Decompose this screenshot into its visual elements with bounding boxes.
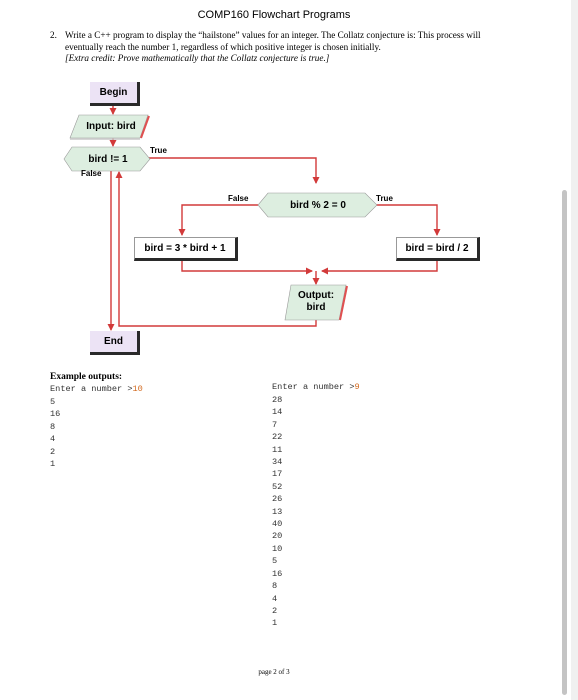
- output-label-line2: bird: [306, 302, 326, 313]
- output-value: 20: [272, 531, 283, 542]
- output-value: 11: [272, 444, 283, 455]
- examples-title: Example outputs:: [50, 372, 123, 382]
- output-value: 13: [272, 506, 283, 517]
- output-value: 10: [272, 543, 283, 554]
- run1-prompt-line: Enter a number >10: [50, 383, 143, 395]
- loop-true-label: True: [150, 146, 167, 155]
- arrow-loop-true: [142, 157, 320, 184]
- output-value: 4: [50, 434, 56, 445]
- question-number: 2.: [50, 30, 57, 40]
- loop-false-label: False: [81, 169, 102, 178]
- input-label: Input: bird: [86, 120, 136, 132]
- parity-decision-shape: [257, 192, 378, 218]
- output-value: 1: [272, 618, 278, 629]
- output-value: 5: [272, 556, 278, 567]
- output-value: 28: [272, 395, 283, 405]
- loop-condition: bird != 1: [88, 153, 128, 165]
- output-value: 16: [50, 409, 61, 420]
- arrow-output-loop-back: [115, 171, 317, 327]
- output-label-line1: Output:: [297, 290, 335, 301]
- output-value: 5: [50, 397, 56, 407]
- end-terminal: End: [90, 331, 140, 355]
- viewer-edge: [571, 0, 578, 700]
- output-value: 2: [50, 446, 56, 457]
- run2-input: 9: [354, 382, 360, 392]
- parity-condition: bird % 2 = 0: [290, 199, 346, 211]
- output-value: 4: [272, 593, 278, 604]
- output-shape: [284, 284, 347, 321]
- even-step-process: bird = bird / 2: [396, 237, 480, 261]
- run2-prompt-line: Enter a number >9: [272, 381, 360, 393]
- output-value: 40: [272, 519, 283, 530]
- output-value: 8: [50, 421, 56, 432]
- run2-prompt: Enter a number >: [272, 382, 355, 392]
- output-value: 16: [272, 568, 283, 579]
- output-value: 34: [272, 457, 283, 468]
- run1-input: 10: [132, 384, 143, 394]
- extra-credit-note: [Extra credit: Prove mathematically that…: [65, 53, 330, 63]
- output-value: 17: [272, 469, 283, 480]
- output-value: 22: [272, 432, 283, 443]
- parity-true-label: True: [376, 194, 393, 203]
- begin-terminal: Begin: [90, 82, 140, 106]
- output-label: Output: bird: [289, 288, 343, 316]
- output-value: 52: [272, 481, 283, 492]
- output-value: 1: [50, 459, 56, 470]
- output-value: 14: [272, 407, 283, 418]
- arrow-odd-to-merge: [181, 260, 313, 275]
- output-value: 7: [272, 419, 278, 430]
- loop-decision-shape: [63, 146, 151, 172]
- page-title: COMP160 Flowchart Programs: [197, 9, 351, 21]
- flowchart-diagram: [63, 105, 441, 331]
- run1-prompt: Enter a number >: [50, 384, 133, 394]
- arrow-parity-true: [373, 204, 441, 236]
- input-shape: [69, 114, 149, 139]
- arrow-even-to-merge: [321, 260, 438, 275]
- parity-false-label: False: [228, 194, 249, 203]
- page-number: page 2 of 3: [258, 668, 290, 676]
- arrow-parity-false: [178, 204, 258, 236]
- output-value: 2: [272, 605, 278, 616]
- vertical-scrollbar[interactable]: [562, 190, 567, 695]
- output-value: 8: [272, 581, 278, 592]
- odd-step-process: bird = 3 * bird + 1: [134, 237, 238, 261]
- question-text: Write a C++ program to display the “hail…: [65, 30, 481, 52]
- output-value: 26: [272, 494, 283, 505]
